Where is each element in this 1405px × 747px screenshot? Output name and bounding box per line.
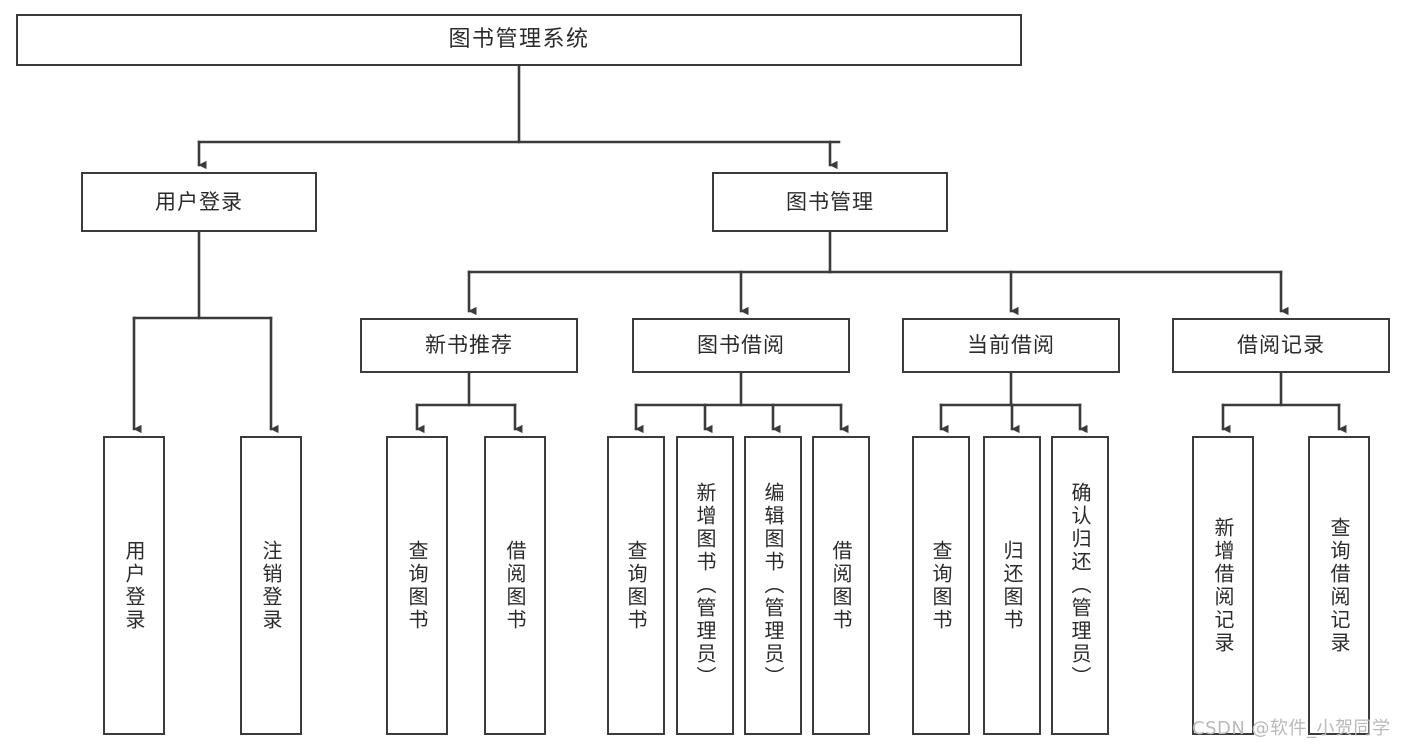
node-leaf-user-login-label: 用户登录 <box>122 539 146 632</box>
node-borrow-record[interactable]: 借阅记录 <box>1172 318 1390 373</box>
node-leaf-confirm-return-label: 确认归还（管理员） <box>1068 482 1092 689</box>
node-leaf-query-borrow-record-label: 查询借阅记录 <box>1327 516 1351 655</box>
node-leaf-confirm-return[interactable]: 确认归还（管理员） <box>1051 436 1109 735</box>
node-new-book-recommend-label: 新书推荐 <box>425 333 513 358</box>
node-borrow-record-label: 借阅记录 <box>1237 333 1325 358</box>
node-current-borrow-label: 当前借阅 <box>967 333 1055 358</box>
node-leaf-query-book-current[interactable]: 查询图书 <box>912 436 970 735</box>
node-book-management[interactable]: 图书管理 <box>712 172 948 232</box>
csdn-watermark: CSDN @软件_小贺同学 <box>1192 718 1391 739</box>
node-leaf-query-book-current-label: 查询图书 <box>929 539 953 632</box>
node-leaf-user-login[interactable]: 用户登录 <box>103 436 165 735</box>
node-leaf-borrow-book[interactable]: 借阅图书 <box>812 436 870 735</box>
node-leaf-query-book-borrow[interactable]: 查询图书 <box>607 436 665 735</box>
node-leaf-borrow-book-recommend[interactable]: 借阅图书 <box>484 436 546 735</box>
node-leaf-return-book[interactable]: 归还图书 <box>983 436 1041 735</box>
node-user-login-label: 用户登录 <box>155 189 243 214</box>
node-leaf-user-logout[interactable]: 注销登录 <box>240 436 302 735</box>
node-book-management-label: 图书管理 <box>786 189 874 214</box>
node-leaf-edit-book[interactable]: 编辑图书（管理员） <box>744 436 802 735</box>
node-leaf-edit-book-label: 编辑图书（管理员） <box>761 482 785 689</box>
node-current-borrow[interactable]: 当前借阅 <box>902 318 1120 373</box>
node-root-system[interactable]: 图书管理系统 <box>16 14 1022 66</box>
node-leaf-query-borrow-record[interactable]: 查询借阅记录 <box>1308 436 1370 735</box>
node-leaf-add-book-label: 新增图书（管理员） <box>693 482 717 689</box>
node-leaf-query-book-recommend[interactable]: 查询图书 <box>386 436 448 735</box>
node-leaf-user-logout-label: 注销登录 <box>259 539 283 632</box>
node-leaf-add-book[interactable]: 新增图书（管理员） <box>676 436 734 735</box>
node-leaf-borrow-book-recommend-label: 借阅图书 <box>503 539 527 632</box>
node-leaf-return-book-label: 归还图书 <box>1000 539 1024 632</box>
node-leaf-borrow-book-label: 借阅图书 <box>829 539 853 632</box>
node-root-system-label: 图书管理系统 <box>448 27 590 53</box>
node-leaf-add-borrow-record-label: 新增借阅记录 <box>1211 516 1235 655</box>
node-leaf-add-borrow-record[interactable]: 新增借阅记录 <box>1192 436 1254 735</box>
node-user-login[interactable]: 用户登录 <box>81 172 317 232</box>
node-leaf-query-book-borrow-label: 查询图书 <box>624 539 648 632</box>
node-new-book-recommend[interactable]: 新书推荐 <box>360 318 578 373</box>
node-leaf-query-book-recommend-label: 查询图书 <box>405 539 429 632</box>
node-book-borrow-label: 图书借阅 <box>697 333 785 358</box>
node-book-borrow[interactable]: 图书借阅 <box>632 318 850 373</box>
